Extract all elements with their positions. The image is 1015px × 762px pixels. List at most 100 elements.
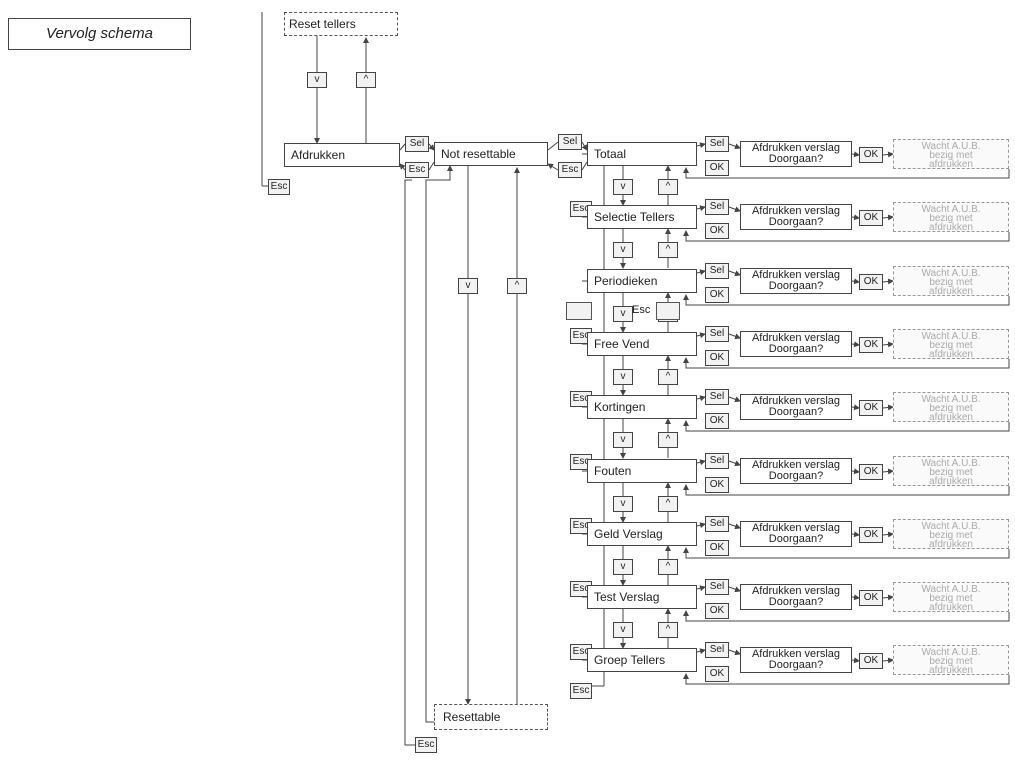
down-key[interactable]: v <box>613 369 633 385</box>
print-confirm-prompt-text: Doorgaan? <box>768 470 824 482</box>
report-menu-item[interactable]: Periodieken <box>587 269 697 293</box>
up-key[interactable]: ^ <box>356 72 376 88</box>
sel-key[interactable]: Sel <box>705 516 729 532</box>
ok-key[interactable]: OK <box>705 413 729 429</box>
ok-key[interactable]: OK <box>859 274 883 290</box>
sel-key[interactable]: Sel <box>558 134 582 150</box>
afdrukken-node[interactable]: Afdrukken <box>284 143 400 167</box>
ok-key[interactable]: OK <box>859 210 883 226</box>
up-key[interactable]: ^ <box>658 559 678 575</box>
ok-key[interactable]: OK <box>859 653 883 669</box>
ok-key[interactable]: OK <box>859 590 883 606</box>
resettable-node[interactable]: Resettable <box>434 704 548 730</box>
up-key[interactable]: ^ <box>507 278 527 294</box>
down-key[interactable]: v <box>613 622 633 638</box>
printing-wait-message-text: Wacht A.U.B. <box>921 521 981 532</box>
ok-key[interactable]: OK <box>859 337 883 353</box>
esc-key[interactable]: Esc <box>405 162 429 178</box>
report-menu-item[interactable]: Geld Verslag <box>587 522 697 546</box>
connector-line <box>683 484 1010 496</box>
connector-line <box>399 143 406 151</box>
sel-key[interactable]: Sel <box>705 642 729 658</box>
esc-key[interactable]: Esc <box>268 179 290 195</box>
report-menu-item[interactable]: Test Verslag <box>587 585 697 609</box>
sel-key[interactable]: Sel <box>705 199 729 215</box>
blank-key[interactable] <box>656 302 680 320</box>
down-key[interactable]: v <box>613 496 633 512</box>
ok-key[interactable]: OK <box>859 400 883 416</box>
report-menu-item[interactable]: Free Vend <box>587 332 697 356</box>
up-key[interactable]: ^ <box>658 369 678 385</box>
blank-key[interactable] <box>566 302 592 320</box>
connector-line <box>696 648 706 655</box>
printing-wait-message-text: Wacht A.U.B. <box>921 394 981 405</box>
print-confirm-prompt-text: Doorgaan? <box>768 153 824 165</box>
sel-key[interactable]: Sel <box>705 136 729 152</box>
down-key[interactable]: v <box>458 278 478 294</box>
connector-line <box>683 547 1010 559</box>
esc-key[interactable]: Esc <box>570 328 592 344</box>
printing-wait-message-text: bezig met <box>929 467 973 478</box>
down-key[interactable]: v <box>307 72 327 88</box>
up-key[interactable]: ^ <box>658 432 678 448</box>
down-key[interactable]: v <box>613 179 633 195</box>
up-key[interactable]: ^ <box>658 179 678 195</box>
ok-key[interactable]: OK <box>705 477 729 493</box>
connector-line <box>696 585 706 592</box>
ok-key[interactable]: OK <box>859 147 883 163</box>
up-key[interactable]: ^ <box>658 242 678 258</box>
down-key[interactable]: v <box>613 559 633 575</box>
connector-line <box>851 657 860 664</box>
esc-key[interactable]: Esc <box>558 162 582 178</box>
down-key[interactable]: v <box>613 242 633 258</box>
connector-line <box>696 395 706 402</box>
ok-key[interactable]: OK <box>859 464 883 480</box>
report-menu-item[interactable]: Fouten <box>587 459 697 483</box>
connector-line <box>683 420 1010 432</box>
connector-line <box>728 396 741 403</box>
ok-key[interactable]: OK <box>705 160 729 176</box>
ok-key[interactable]: OK <box>705 540 729 556</box>
ok-key[interactable]: OK <box>705 350 729 366</box>
sel-key[interactable]: Sel <box>705 326 729 342</box>
ok-key[interactable]: OK <box>859 527 883 543</box>
not-resettable-node[interactable]: Not resettable <box>434 142 548 166</box>
up-key[interactable]: ^ <box>658 622 678 638</box>
esc-key[interactable]: Esc <box>415 737 437 753</box>
printing-wait-message-text: afdrukken <box>929 286 973 297</box>
connector-line <box>404 179 415 746</box>
sel-key[interactable]: Sel <box>705 579 729 595</box>
connector-line <box>696 522 706 529</box>
report-menu-item[interactable]: Totaal <box>587 142 697 166</box>
connector-line <box>882 214 894 221</box>
printing-wait-message-text: bezig met <box>929 530 973 541</box>
print-confirm-prompt-text: Doorgaan? <box>768 216 824 228</box>
ok-key[interactable]: OK <box>705 666 729 682</box>
report-menu-item[interactable]: Kortingen <box>587 395 697 419</box>
ok-key[interactable]: OK <box>705 223 729 239</box>
sel-key[interactable]: Sel <box>705 389 729 405</box>
ok-key[interactable]: OK <box>705 287 729 303</box>
printing-wait-message-text: afdrukken <box>929 539 973 550</box>
connector-line <box>882 468 894 475</box>
ok-key[interactable]: OK <box>705 603 729 619</box>
report-menu-item[interactable]: Selectie Tellers <box>587 205 697 229</box>
reset-tellers-node[interactable]: Reset tellers <box>284 12 398 36</box>
down-key[interactable]: v <box>613 306 633 322</box>
report-menu-item[interactable]: Groep Tellers <box>587 648 697 672</box>
sel-key[interactable]: Sel <box>405 136 429 152</box>
sel-key[interactable]: Sel <box>705 453 729 469</box>
up-key[interactable]: ^ <box>658 496 678 512</box>
connector-line <box>728 586 741 593</box>
sel-key[interactable]: Sel <box>705 263 729 279</box>
esc-key[interactable]: Esc <box>570 683 592 699</box>
down-key[interactable]: v <box>613 432 633 448</box>
